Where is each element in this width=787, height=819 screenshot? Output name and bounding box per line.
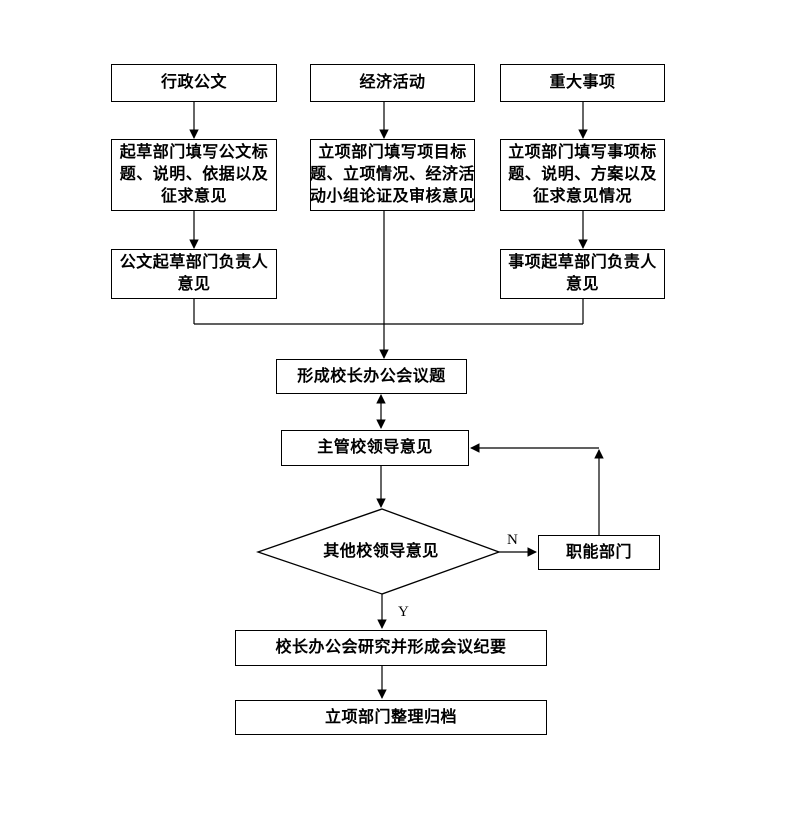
node-functional-dept-label: 职能部门	[565, 543, 632, 561]
node-matter-dept-head-opinion: 事项起草部门负责人 意见	[500, 249, 665, 299]
node-admin-doc-detail-line2: 题、说明、依据以及	[119, 166, 269, 183]
node-admin-doc-detail: 起草部门填写公文标 题、说明、依据以及 征求意见	[111, 139, 277, 211]
node-economic-detail-line3: 动小组论证及审核意见	[310, 188, 476, 205]
node-form-meeting-topic-label: 形成校长办公会议题	[297, 367, 446, 385]
node-supervisor-opinion-label: 主管校领导意见	[317, 439, 433, 456]
node-admin-doc-label: 行政公文	[160, 74, 227, 91]
node-functional-dept: 职能部门	[538, 535, 660, 570]
node-doc-dept-head-opinion-line2: 意见	[177, 276, 211, 293]
node-major-matter: 重大事项	[500, 64, 665, 102]
node-major-matter-detail-line3: 征求意见情况	[532, 188, 632, 205]
node-admin-doc-detail-line1: 起草部门填写公文标	[119, 144, 269, 161]
node-admin-doc-detail-line3: 征求意见	[160, 188, 227, 205]
node-major-matter-detail: 立项部门填写事项标 题、说明、方案以及 征求意见情况	[500, 139, 665, 211]
node-major-matter-detail-line2: 题、说明、方案以及	[508, 166, 657, 183]
node-archive: 立项部门整理归档	[235, 700, 547, 735]
node-economic-detail: 立项部门填写项目标 题、立项情况、经济活 动小组论证及审核意见	[310, 139, 475, 211]
node-supervisor-opinion: 主管校领导意见	[281, 430, 469, 466]
node-archive-label: 立项部门整理归档	[324, 708, 457, 726]
node-admin-doc: 行政公文	[111, 64, 277, 102]
node-matter-dept-head-opinion-line1: 事项起草部门负责人	[508, 254, 657, 271]
node-meeting-minutes-label: 校长办公会研究并形成会议纪要	[275, 639, 507, 656]
node-doc-dept-head-opinion-line1: 公文起草部门负责人	[119, 254, 269, 271]
node-economic-activity: 经济活动	[310, 64, 475, 102]
node-matter-dept-head-opinion-line2: 意见	[565, 276, 599, 293]
node-major-matter-label: 重大事项	[549, 74, 616, 91]
node-doc-dept-head-opinion: 公文起草部门负责人 意见	[111, 249, 277, 299]
decision-other-leaders-opinion-label: 其他校领导意见	[323, 543, 439, 560]
node-major-matter-detail-line1: 立项部门填写事项标	[508, 144, 657, 161]
label-branch-yes: Y	[398, 604, 409, 620]
node-economic-detail-line2: 题、立项情况、经济活	[310, 166, 476, 183]
node-form-meeting-topic: 形成校长办公会议题	[276, 359, 467, 394]
node-economic-activity-label: 经济活动	[359, 74, 426, 91]
node-economic-detail-line1: 立项部门填写项目标	[318, 144, 467, 161]
node-meeting-minutes: 校长办公会研究并形成会议纪要	[235, 630, 547, 666]
label-branch-no: N	[507, 532, 518, 548]
